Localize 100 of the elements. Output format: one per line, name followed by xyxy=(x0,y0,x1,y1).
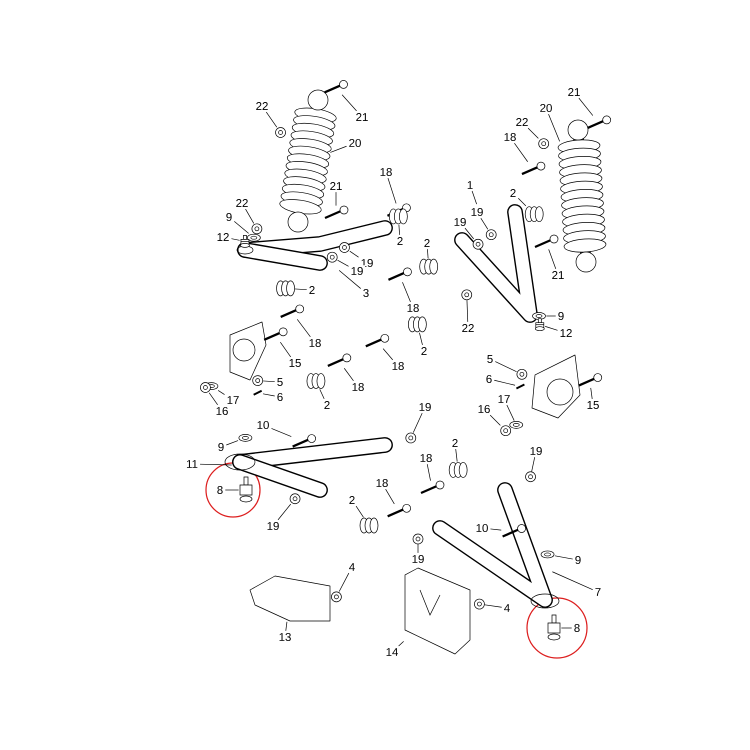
bolt xyxy=(327,354,352,367)
leader-line xyxy=(271,428,292,437)
cotter-pin xyxy=(253,390,262,396)
cotter-pin xyxy=(516,384,525,390)
leader-line xyxy=(262,380,276,382)
leader-line xyxy=(231,238,240,241)
bushing xyxy=(524,206,544,222)
ball-joint xyxy=(240,476,252,502)
bushing xyxy=(306,373,326,389)
leader-line xyxy=(426,464,431,481)
callout-number: 2 xyxy=(395,235,405,247)
bolt xyxy=(502,524,526,538)
callout-number: 21 xyxy=(328,180,344,192)
leader-line xyxy=(349,250,359,258)
callout-number: 12 xyxy=(214,231,232,243)
callout-number: 14 xyxy=(384,646,400,658)
leader-line xyxy=(412,412,423,433)
callout-number: 2 xyxy=(508,187,518,199)
leader-line xyxy=(466,300,468,322)
bolt xyxy=(264,328,288,341)
leader-line xyxy=(552,571,594,590)
leader-line xyxy=(544,326,558,331)
ball-stud xyxy=(534,318,545,332)
bolt xyxy=(324,80,348,94)
leader-line xyxy=(382,348,394,360)
callout-number: 2 xyxy=(322,399,332,411)
nut xyxy=(516,368,528,380)
callout-number: 10 xyxy=(474,522,490,534)
skid-plate xyxy=(404,568,470,654)
bolt xyxy=(387,504,411,518)
callout-number: 19 xyxy=(348,265,366,277)
callout-number: 5 xyxy=(275,376,285,388)
leader-line xyxy=(388,178,396,204)
leader-line xyxy=(531,456,536,472)
callout-number: 21 xyxy=(566,86,582,98)
callout-number: 16 xyxy=(476,403,492,415)
callout-number: 4 xyxy=(502,602,512,614)
callout-number: 18 xyxy=(374,477,390,489)
ball-joint xyxy=(548,614,560,640)
leader-line xyxy=(398,224,400,236)
callout-number: 9 xyxy=(573,554,583,566)
leader-line xyxy=(342,94,357,112)
bushing xyxy=(448,462,468,478)
leader-line xyxy=(338,572,350,592)
callout-number: 9 xyxy=(556,310,566,322)
nut xyxy=(331,592,342,602)
leader-line xyxy=(402,282,411,302)
leader-line xyxy=(218,390,225,395)
nut xyxy=(538,138,550,150)
leader-line xyxy=(578,98,594,116)
leader-line xyxy=(548,114,560,142)
leader-line xyxy=(337,260,349,267)
washer xyxy=(238,434,252,442)
bushing xyxy=(389,208,408,224)
callout-number: 17 xyxy=(224,394,242,406)
callout-number: 22 xyxy=(234,197,250,209)
leader-line xyxy=(200,464,232,466)
callout-number: 8 xyxy=(572,622,582,634)
callout-number: 10 xyxy=(254,419,272,431)
highlight-circle xyxy=(526,597,588,659)
callout-number: 22 xyxy=(460,322,476,334)
washer xyxy=(509,421,524,429)
leader-line xyxy=(338,270,362,289)
callout-number: 20 xyxy=(538,102,554,114)
leader-line xyxy=(494,380,516,386)
callout-number: 19 xyxy=(452,216,468,228)
leader-line xyxy=(455,448,458,462)
bolt xyxy=(420,480,444,494)
leader-line xyxy=(506,404,515,421)
leader-line xyxy=(285,622,288,632)
leader-line xyxy=(480,218,488,230)
callout-number: 6 xyxy=(275,391,285,403)
leader-line xyxy=(245,208,254,224)
callout-number: 18 xyxy=(390,360,406,372)
callout-number: 15 xyxy=(286,357,304,369)
callout-number: 21 xyxy=(354,111,370,123)
callout-number: 13 xyxy=(276,631,294,643)
callout-number: 15 xyxy=(584,399,602,411)
bolt xyxy=(522,162,546,176)
callout-number: 18 xyxy=(378,166,394,178)
nut xyxy=(500,425,512,436)
nut xyxy=(412,534,424,544)
leader-line xyxy=(356,506,364,518)
callout-number: 11 xyxy=(184,458,200,470)
callout-number: 1 xyxy=(465,179,475,191)
bolt xyxy=(587,116,612,129)
nut xyxy=(290,493,300,504)
leader-line xyxy=(280,342,292,358)
leader-line xyxy=(385,488,395,504)
leader-line xyxy=(208,392,218,406)
leader-line xyxy=(419,332,423,346)
callout-number: 19 xyxy=(264,520,282,532)
leader-line xyxy=(344,368,354,382)
bolt xyxy=(280,304,304,318)
skid-plate xyxy=(250,576,330,622)
bushing xyxy=(360,518,378,534)
bolt xyxy=(292,434,316,448)
leader-line xyxy=(296,318,311,338)
callout-number: 12 xyxy=(558,327,574,339)
leader-line xyxy=(514,142,528,162)
